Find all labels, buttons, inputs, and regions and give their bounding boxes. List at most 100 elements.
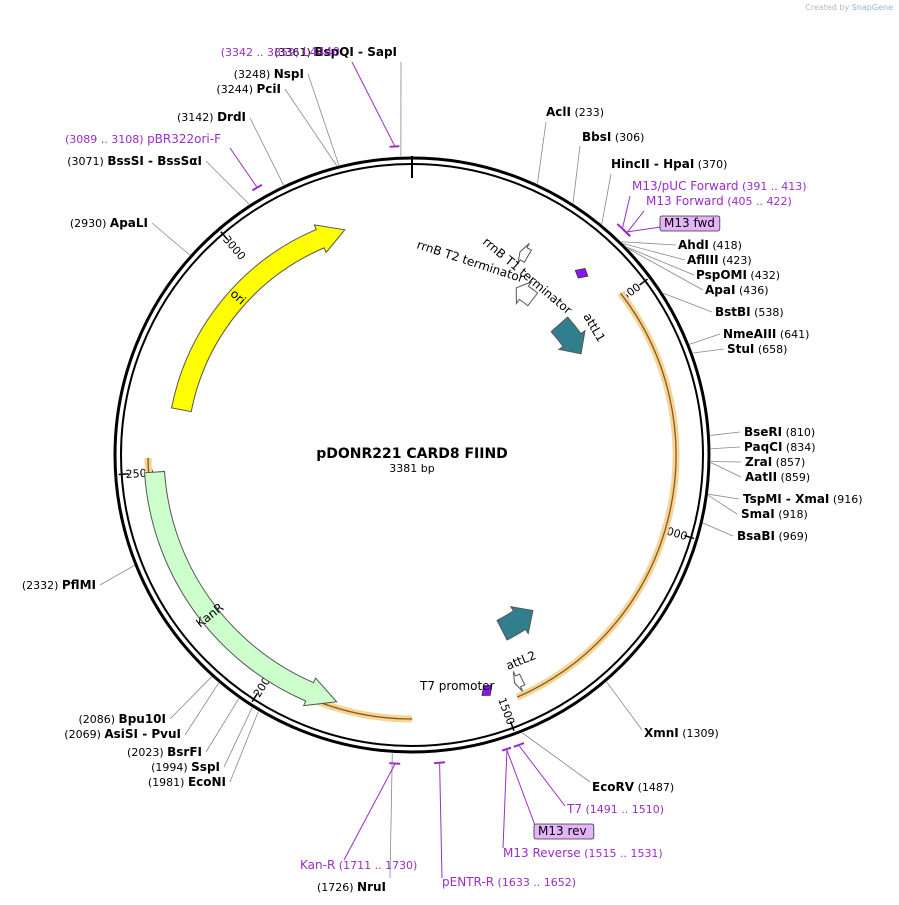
kanr-feature-arrow[interactable] [144,470,338,707]
enzyme-name: BbsI [582,130,611,144]
enzyme-label-bsabi[interactable]: BsaBI (969) [737,529,808,543]
primer-leader-line [518,745,566,807]
enzyme-label-pcii[interactable]: (3244) PciI [216,82,281,96]
primer-label-m13-rev[interactable]: M13 rev [538,824,587,838]
l4440-primer-site[interactable] [389,145,400,148]
m13-fwd-primer-site[interactable] [622,228,631,237]
enzyme-label-aatii[interactable]: AatII (859) [745,470,810,484]
enzyme-label-bseri[interactable]: BseRI (810) [744,425,815,439]
enzyme-position: (658) [754,343,787,356]
enzyme-label-pflmi[interactable]: (2332) PflMI [22,578,96,592]
enzyme-position: (641) [776,328,809,341]
enzyme-alt-name: PvuI [151,727,181,741]
m13-reverse-primer-site[interactable] [501,746,512,752]
enzyme-position: (2023) [127,746,167,759]
enzyme-label-sspi[interactable]: (1994) SspI [151,760,220,774]
enzyme-leader-line [623,243,686,261]
enzyme-separator: - [354,45,367,59]
enzyme-leader-line [606,681,643,731]
enzyme-leader-line [663,293,713,313]
enzyme-label-stui[interactable]: StuI (658) [727,342,787,356]
scale-tick [639,278,648,286]
enzyme-separator: - [138,727,151,741]
enzyme-name: PciI [257,82,282,96]
enzyme-leader-line [708,493,740,500]
enzyme-separator: - [650,157,663,171]
enzyme-label-nrui[interactable]: (1726) NruI [317,880,386,894]
enzyme-leader-line [693,348,725,354]
t7-primer-site[interactable] [513,742,525,748]
enzyme-label-pspomi[interactable]: PspOMI (432) [696,268,780,282]
rrnb-t2-terminator-feature-arrow[interactable] [517,242,533,265]
enzyme-alt-name: BssSαI [157,154,202,168]
enzyme-label-nspi[interactable]: (3248) NspI [234,67,304,81]
ori-feature-arrow[interactable] [170,224,346,413]
primer-leader-line [229,147,258,188]
kan-r-primer-site[interactable] [389,762,401,765]
enzyme-label-acli[interactable]: AclI (233) [546,105,604,119]
enzyme-label-bpu10i[interactable]: (2086) Bpu10I [78,712,166,726]
attl2-feature-arrow[interactable] [496,606,534,641]
enzyme-label-asisi[interactable]: (2069) AsiSI - PvuI [64,727,181,741]
rrnb-t1-terminator-feature-arrow[interactable] [515,281,539,307]
enzyme-position: (2086) [78,713,118,726]
primer-label-kan-r[interactable]: Kan-R (1711 .. 1730) [300,858,417,872]
scale-tick [509,721,515,732]
enzyme-label-ahdi[interactable]: AhdI (418) [678,238,742,252]
primer-label-pentr-r[interactable]: pENTR-R (1633 .. 1652) [442,875,576,889]
insert-line [516,292,677,698]
enzyme-leader-line [169,676,212,720]
enzyme-position: (418) [709,239,742,252]
primer-leader-line [627,226,662,233]
plasmid-length: 3381 bp [389,462,434,475]
primer-label-t7[interactable]: T7 (1491 .. 1510) [566,802,664,816]
enzyme-label-paqci[interactable]: PaqCI (834) [744,440,816,454]
primer-label-l4440[interactable]: (3342 .. 3359) L4440 [221,45,340,59]
enzyme-label-bsrfi[interactable]: (2023) BsrFI [127,745,202,759]
primer-leader-line [343,764,396,861]
enzyme-label-hincii[interactable]: HincII - HpaI (370) [611,157,727,171]
attl1-feature-arrow[interactable] [550,316,586,355]
primer-label-m13-forward[interactable]: M13 Forward (405 .. 422) [646,194,792,208]
enzyme-position: (1994) [151,761,191,774]
primer-leader-line [439,763,443,879]
enzyme-label-xmni[interactable]: XmnI (1309) [644,726,719,740]
enzyme-name: BspQI [314,45,354,59]
enzyme-name: XmnI [644,726,679,740]
pentr-r-primer-site[interactable] [434,761,446,765]
enzyme-leader-line [702,522,734,537]
enzyme-name: EcoNI [188,775,226,789]
enzyme-leader-line [601,173,612,225]
enzyme-label-bbsi[interactable]: BbsI (306) [582,130,644,144]
enzyme-label-smai[interactable]: SmaI (918) [741,507,808,521]
primer-label-m13-fwd[interactable]: M13 fwd [664,216,715,230]
enzyme-position: (432) [747,269,780,282]
enzyme-label-bspqi[interactable]: (3361) BspQI - SapI [274,45,397,59]
enzyme-alt-name: SapI [367,45,397,59]
enzyme-label-drdi[interactable]: (3142) DrdI [177,110,246,124]
enzyme-label-tspmi[interactable]: TspMI - XmaI (916) [743,492,862,506]
t7-promoter-feature-arrow[interactable] [512,671,526,692]
enzyme-label-bsssi[interactable]: (3071) BssSI - BssSαI [67,154,202,168]
enzyme-name: Bpu10I [119,712,166,726]
attl2-label: attL2 [504,648,538,673]
primer-position: (1711 .. 1730) [335,859,417,872]
primer-label-pbr322ori-f[interactable]: (3089 .. 3108) pBR322ori-F [65,132,221,146]
enzyme-label-bstbi[interactable]: BstBI (538) [715,305,784,319]
enzyme-label-apali[interactable]: (2930) ApaLI [70,216,148,230]
enzyme-label-econi[interactable]: (1981) EcoNI [148,775,226,789]
enzyme-name: BseRI [744,425,782,439]
enzyme-label-ecorv[interactable]: EcoRV (1487) [592,780,674,794]
enzyme-label-afliii[interactable]: AflIII (423) [687,253,752,267]
enzyme-label-zrai[interactable]: ZraI (857) [745,455,805,469]
enzyme-leader-line [284,88,338,166]
enzyme-leader-line [205,698,240,753]
pbr322ori-f-primer-site[interactable] [251,184,263,192]
enzyme-label-apai[interactable]: ApaI (436) [705,283,769,297]
primer-label-m13-puc-forward[interactable]: M13/pUC Forward (391 .. 413) [632,179,807,193]
enzyme-label-nmeaiii[interactable]: NmeAIII (641) [723,327,809,341]
enzyme-name: TspMI [743,492,782,506]
primer-label-m13-reverse[interactable]: M13 Reverse (1515 .. 1531) [503,846,663,860]
enzyme-leader-line [184,682,219,736]
